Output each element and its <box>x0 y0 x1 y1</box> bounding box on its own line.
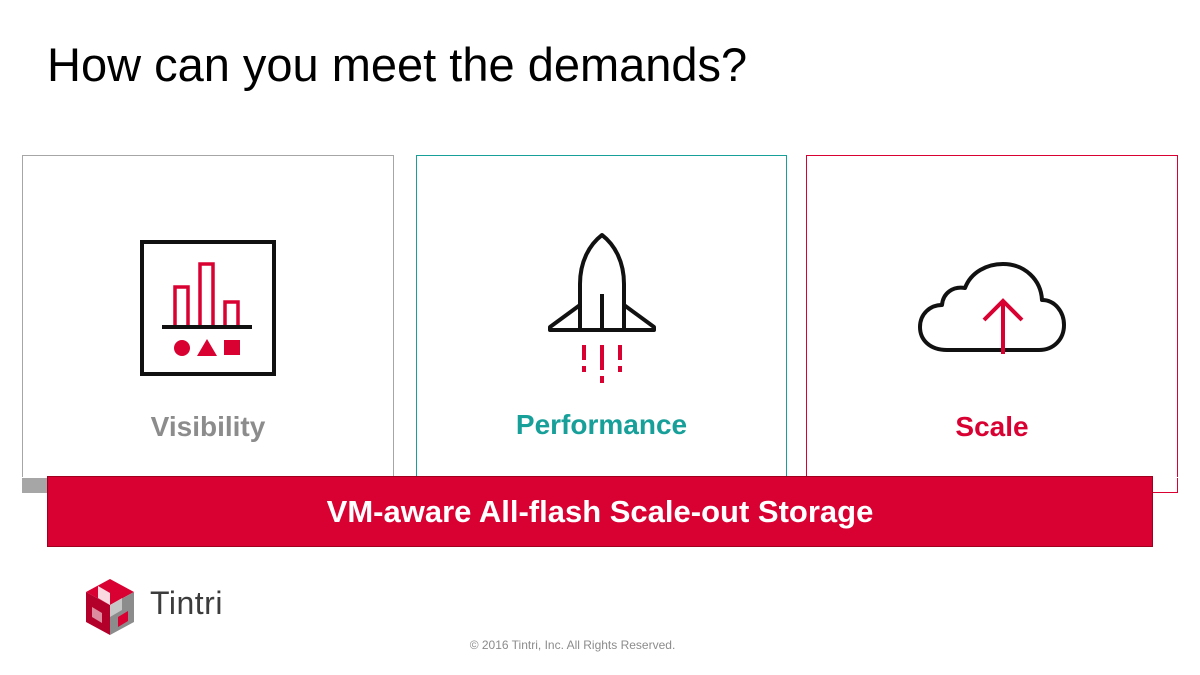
tintri-logo: Tintri <box>82 577 252 637</box>
visibility-label: Visibility <box>150 411 266 442</box>
tintri-cube-icon <box>86 579 134 635</box>
logo-wordmark: Tintri <box>150 585 223 621</box>
storage-banner: VM-aware All-flash Scale-out Storage <box>47 476 1153 547</box>
chart-shapes-icon <box>140 240 276 376</box>
cloud-upload-icon <box>918 262 1066 354</box>
scale-label: Scale <box>955 411 1029 442</box>
performance-card: Performance <box>416 155 787 477</box>
copyright-text: © 2016 Tintri, Inc. All Rights Reserved. <box>469 638 676 652</box>
performance-label: Performance <box>515 409 688 440</box>
slide-title: How can you meet the demands? <box>47 38 748 91</box>
scale-card: Scale <box>806 155 1178 477</box>
rocket-icon <box>547 233 656 383</box>
visibility-card: Visibility <box>22 155 394 477</box>
